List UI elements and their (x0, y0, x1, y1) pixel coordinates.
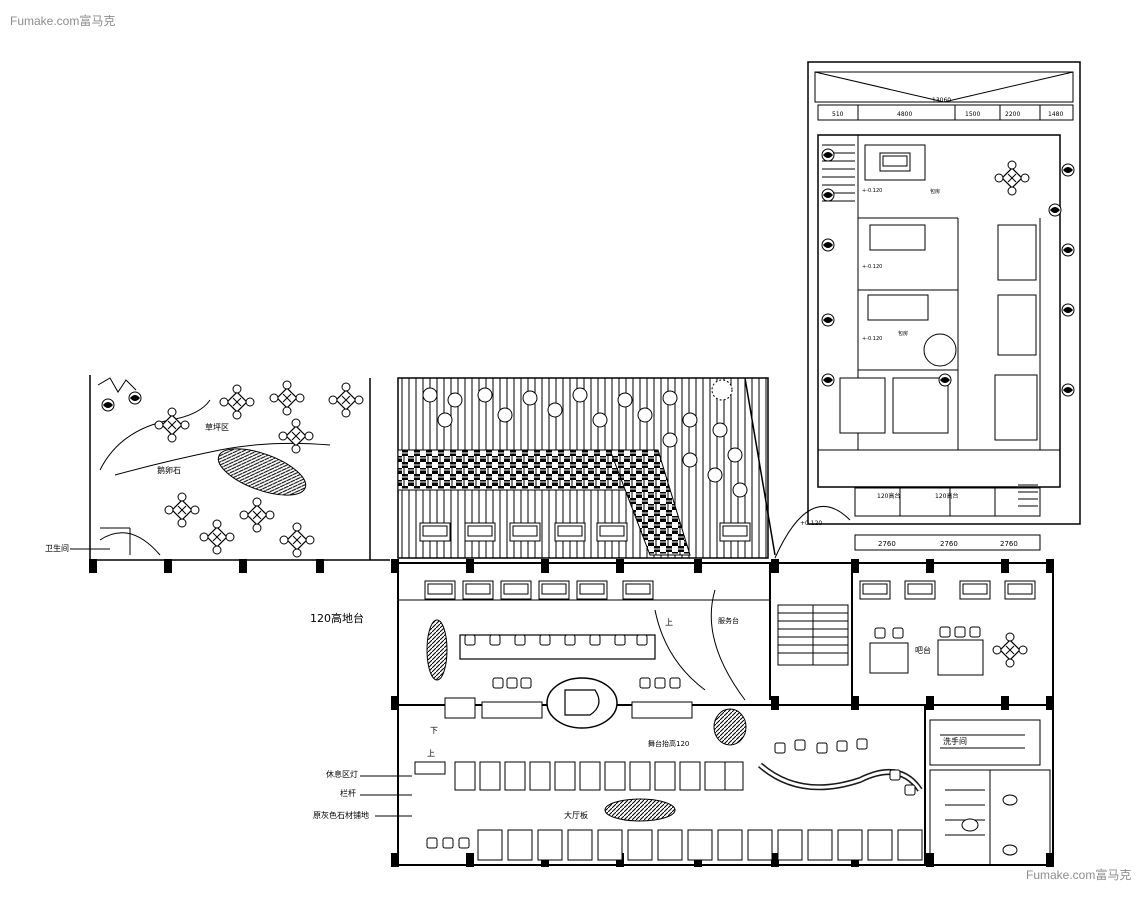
curved-ramp (654, 609, 706, 691)
label-stair-up-2: 上 (427, 749, 435, 758)
label-private-a: 包房 (930, 188, 940, 195)
hatched-oval-lobby (604, 798, 676, 822)
label-stage-120: 舞台抬高120 (648, 739, 689, 748)
dim-mid-2: 2760 (940, 540, 958, 548)
hatched-oval-left (426, 619, 448, 681)
entry-arc (774, 505, 851, 559)
label-stair-up: 上 (665, 618, 673, 627)
dim-top-5: 1480 (1048, 111, 1063, 118)
lobby-booths-bottom (477, 829, 923, 861)
dim-room-b: 120高台 (935, 492, 958, 500)
curved-wall-service (710, 589, 746, 701)
label-wall-note: 原灰色石材铺地 (313, 810, 369, 820)
label-dining-120: 120高地台 (310, 611, 364, 625)
lobby-booths-top (454, 761, 744, 791)
dim-room-a: 120高台 (877, 492, 900, 500)
deck-slope-line (744, 377, 776, 556)
label-lawn-area: 草坪区 (205, 422, 229, 432)
curved-bar-lobby-inner (759, 763, 922, 791)
dim-level-3: +-0.120 (862, 336, 882, 342)
label-lamp: 休息区灯 (326, 769, 358, 779)
hatched-round-planter (713, 708, 747, 746)
dimension-labels: 13060 510 4800 1500 2200 1480 2760 2760 … (800, 97, 1063, 548)
label-stair-down: 下 (430, 726, 438, 735)
dim-mid-1: 2760 (878, 540, 896, 548)
bar-counter (459, 634, 656, 660)
label-pebble-path: 鹅卵石 (157, 465, 181, 475)
label-restroom: 洗手间 (943, 736, 967, 746)
watermark-bottom-right: Fumake.com富马克 (1026, 868, 1132, 882)
dim-level-2: +-0.120 (862, 264, 882, 270)
dim-level-1: +-0.120 (862, 188, 882, 194)
dim-top-total: 13060 (932, 97, 951, 104)
pebble-pond (217, 448, 307, 496)
label-service-desk: 服务台 (718, 616, 739, 625)
upper-wing-furniture (821, 144, 1075, 441)
booth-row-top (424, 580, 654, 600)
piano-icon (564, 689, 600, 716)
parquet-diagonal (609, 449, 691, 556)
label-private-b: 包房 (898, 330, 908, 337)
label-lobby: 大厅板 (564, 810, 588, 820)
dim-top-4: 2200 (1005, 111, 1020, 118)
dim-top-3: 1500 (965, 111, 980, 118)
plan-labels: 卫生间 草坪区 鹅卵石 120高地台 服务台 吧台 舞台抬高120 洗手间 大厅… (45, 188, 967, 820)
dim-top-1: 510 (832, 111, 844, 118)
right-room-dimension-strip (854, 534, 1041, 551)
spiral-stair (923, 333, 957, 367)
lobby-sofa-left (414, 697, 476, 849)
right-lounge (859, 580, 1036, 676)
restroom-block (929, 719, 1051, 866)
upper-wing (807, 61, 1081, 525)
label-toilet-left: 卫生间 (45, 543, 69, 553)
stage-seats (481, 677, 693, 719)
dim-mid-3: 2760 (1000, 540, 1018, 548)
watermark-top-left: Fumake.com富马克 (10, 14, 116, 28)
garden-plants (101, 391, 142, 412)
stair-core (777, 604, 849, 666)
label-railing: 栏杆 (340, 788, 356, 798)
dim-level-4: +0.120 (800, 520, 822, 527)
dim-top-2: 4800 (897, 111, 912, 118)
label-bar: 吧台 (915, 645, 931, 655)
deck-tree (711, 379, 733, 401)
